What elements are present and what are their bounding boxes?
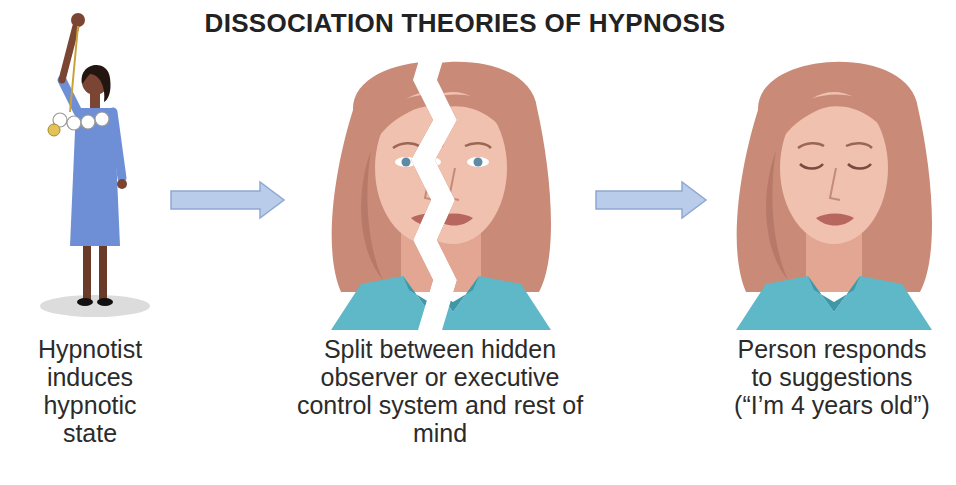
shoe [77,298,93,306]
pendant-disc [67,116,81,130]
fist [71,13,85,27]
shoe [97,298,113,306]
stage-caption: Split between hidden observer or executi… [290,335,590,447]
closed-eyes [800,164,871,169]
stage-panel: Person responds to suggestions (“I’m 4 y… [712,40,952,419]
split-face [331,62,551,330]
pendant-disc [81,115,95,129]
leg [99,238,107,300]
pendant-disc [95,112,109,126]
shadow [40,295,150,317]
block-arrow [171,182,284,218]
hypnotist-figure [40,13,150,317]
hand [117,179,127,189]
arm-down [113,112,122,178]
face-right-half [355,62,551,330]
stage-panel: Split between hidden observer or executi… [290,40,590,447]
whole-face [736,62,932,330]
watch [48,124,60,136]
leg [83,238,91,300]
stage-panel: Hypnotist induces hypnotic state [15,40,165,447]
stage-caption: Person responds to suggestions (“I’m 4 y… [726,335,938,419]
hair [82,65,111,102]
stage-caption: Hypnotist induces hypnotic state [15,335,165,447]
diagram-title: DISSOCIATION THEORIES OF HYPNOSIS [0,8,930,39]
chain [70,26,78,112]
block-arrow [596,182,706,218]
